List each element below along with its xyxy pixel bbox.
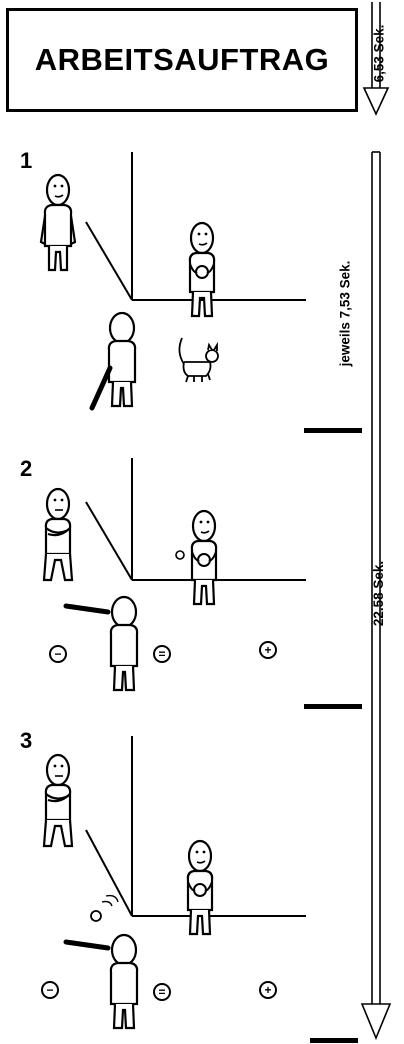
flying-ball <box>91 896 118 921</box>
observer-figure <box>44 755 72 846</box>
scale-plus-label: + <box>264 643 271 657</box>
rating-scale: − = + <box>42 982 276 1000</box>
scale-minus-label: − <box>46 983 53 997</box>
catcher-figure <box>188 841 212 934</box>
panel-1-end-bar <box>304 428 362 433</box>
observer-figure <box>41 175 75 270</box>
panel-3: − = + <box>42 736 306 1028</box>
catcher-figure <box>190 223 214 316</box>
scale-plus-label: + <box>264 983 271 997</box>
batter-figure <box>66 597 137 690</box>
observer-figure <box>44 489 72 580</box>
scale-equal-label: = <box>158 647 165 661</box>
batter-figure <box>92 313 135 408</box>
panel-1 <box>41 152 306 408</box>
catcher-figure <box>176 511 216 604</box>
batter-figure <box>66 935 137 1028</box>
scale-equal-label: = <box>158 985 165 999</box>
intro-arrow <box>364 2 388 114</box>
cat-figure <box>179 338 218 382</box>
rating-scale: − = + <box>50 642 276 662</box>
panel-2-end-bar <box>304 704 362 709</box>
scale-minus-label: − <box>54 647 61 661</box>
panel-3-end-bar <box>310 1038 358 1043</box>
panel-2: − = + <box>44 458 306 690</box>
main-arrow <box>362 152 390 1038</box>
